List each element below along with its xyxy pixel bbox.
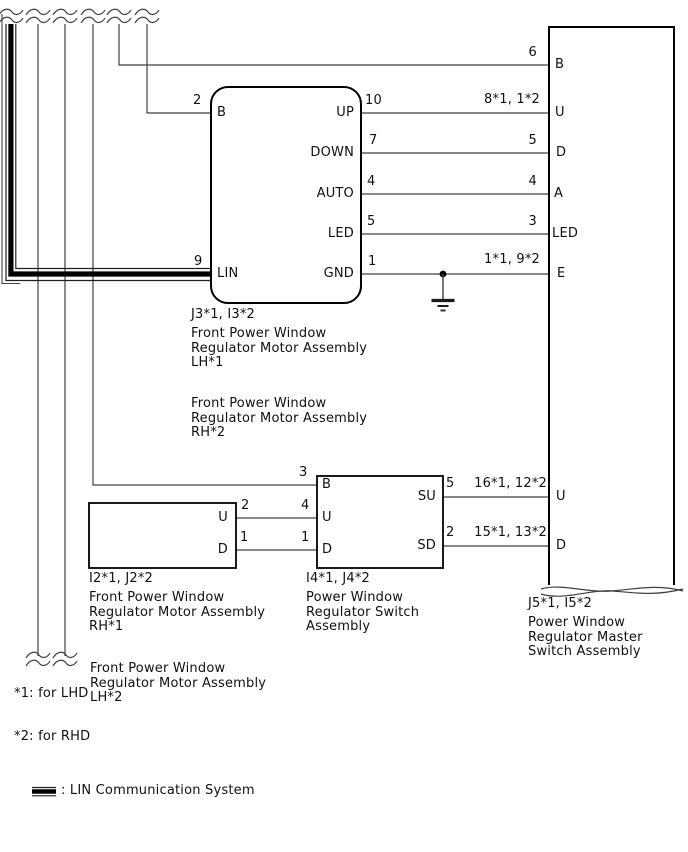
wire-switch-b: [92, 24, 317, 486]
connector-code: J3*1, I3*2: [191, 307, 256, 322]
ground-symbol: [431, 270, 455, 312]
legend-lin-symbol: [32, 786, 56, 797]
pin-label: DOWN: [310, 145, 354, 160]
pin-label: D: [217, 542, 228, 557]
wire-motor-b: [146, 24, 211, 114]
break-symbols-top: [0, 8, 160, 24]
component-name-line: RH*2: [191, 425, 226, 440]
component-name-line: Front Power Window: [89, 590, 225, 605]
component-name-line: Regulator Motor Assembly: [191, 341, 368, 356]
pin-label: U: [218, 510, 228, 525]
component-name-line: Regulator Master: [528, 630, 643, 645]
component-name-line: LH*2: [90, 690, 123, 705]
pin-number: 1: [368, 254, 377, 269]
pin-number: 4: [528, 174, 537, 189]
master-switch-box-fill: [549, 27, 674, 585]
pin-number: 3: [528, 214, 537, 229]
pin-number: 15*1, 13*2: [474, 525, 547, 540]
motor-rh1-box: [88, 502, 237, 569]
pin-label: B: [555, 57, 565, 72]
legend-lin-label: : LIN Communication System: [61, 783, 255, 798]
connector-code: I4*1, J4*2: [306, 571, 371, 586]
pin-label: LIN: [217, 266, 239, 281]
break-symbols-bottom: [25, 651, 78, 667]
pin-number: 5: [446, 476, 455, 491]
pin-label: U: [322, 510, 332, 525]
pin-number: 1: [240, 530, 249, 545]
pin-label: SU: [417, 489, 436, 504]
pin-number: 1: [301, 530, 310, 545]
pin-label: SD: [417, 538, 436, 553]
pin-number: 2: [241, 498, 250, 513]
motor-lh-box: [210, 86, 362, 304]
component-name-line: Regulator Motor Assembly: [191, 411, 368, 426]
pin-label: A: [554, 186, 564, 201]
pin-label: LED: [327, 226, 354, 241]
component-name-line: Regulator Motor Assembly: [89, 605, 266, 620]
component-name-line: Front Power Window: [191, 396, 327, 411]
pin-label: D: [322, 542, 333, 557]
wire-master-b: [118, 24, 549, 66]
component-name-line: LH*1: [191, 355, 224, 370]
pin-label: B: [217, 105, 227, 120]
component-name-line: Switch Assembly: [528, 644, 641, 659]
pin-label: UP: [336, 105, 354, 120]
connector-code: I2*1, J2*2: [89, 571, 154, 586]
pin-number: 6: [528, 45, 537, 60]
pin-label: LED: [552, 226, 579, 241]
pin-label: U: [556, 489, 566, 504]
lin-communication-line: [1, 14, 211, 285]
pin-number: 3: [299, 465, 308, 480]
pin-number: 4: [367, 174, 376, 189]
component-name-line: Front Power Window: [191, 326, 327, 341]
footnote-rhd: *2: for RHD: [14, 729, 91, 744]
component-name-line: Front Power Window: [90, 661, 226, 676]
component-name-line: RH*1: [89, 619, 124, 634]
component-name-line: Regulator Motor Assembly: [90, 676, 267, 691]
master-switch-box: [548, 26, 675, 585]
connector-code: J5*1, I5*2: [528, 596, 593, 611]
component-name-line: Assembly: [306, 619, 371, 634]
master-switch-break: [540, 586, 684, 597]
pin-label: E: [557, 266, 566, 281]
pin-label: D: [556, 145, 567, 160]
component-name-line: Power Window: [528, 615, 626, 630]
component-name-line: Power Window: [306, 590, 404, 605]
pin-number: 10: [365, 93, 382, 108]
pin-number: 16*1, 12*2: [474, 476, 547, 491]
component-name-line: Regulator Switch: [306, 605, 420, 620]
pin-label: D: [556, 538, 567, 553]
pin-number: 4: [301, 498, 310, 513]
pin-label: AUTO: [316, 186, 354, 201]
pin-number: 1*1, 9*2: [484, 252, 540, 267]
pin-number: 2: [446, 525, 455, 540]
pin-label: B: [322, 477, 332, 492]
pin-number: 8*1, 1*2: [484, 92, 540, 107]
pin-number: 5: [528, 133, 537, 148]
pin-number: 5: [367, 214, 376, 229]
pin-number: 2: [193, 93, 202, 108]
pin-label: U: [555, 105, 565, 120]
switch-assembly-box: [316, 475, 444, 569]
pin-label: GND: [323, 266, 354, 281]
pin-number: 9: [194, 254, 203, 269]
pin-number: 7: [369, 133, 378, 148]
footnote-lhd: *1: for LHD: [14, 686, 89, 701]
